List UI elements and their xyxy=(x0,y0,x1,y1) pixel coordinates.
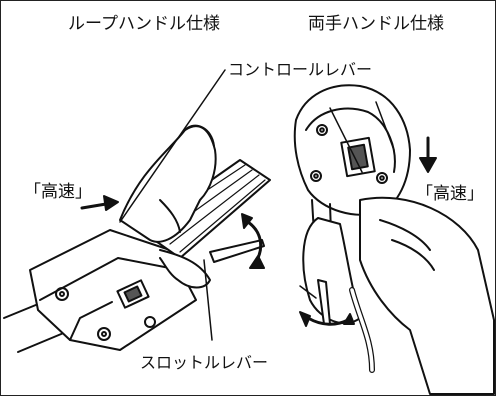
control-lever-label: コントロールレバー xyxy=(228,60,373,79)
two-hand-handle-spec-label: 両手ハンドル仕様 xyxy=(308,14,444,34)
loop-handle-spec-label: ループハンドル仕様 xyxy=(68,14,220,34)
high-speed-label-right: 「高速」 xyxy=(416,184,484,204)
throttle-lever-label: スロットルレバー xyxy=(140,353,269,372)
high-speed-label-left: 「高速」 xyxy=(24,182,92,202)
loop-handle-tool xyxy=(3,69,271,353)
two-hand-tool xyxy=(293,84,495,395)
